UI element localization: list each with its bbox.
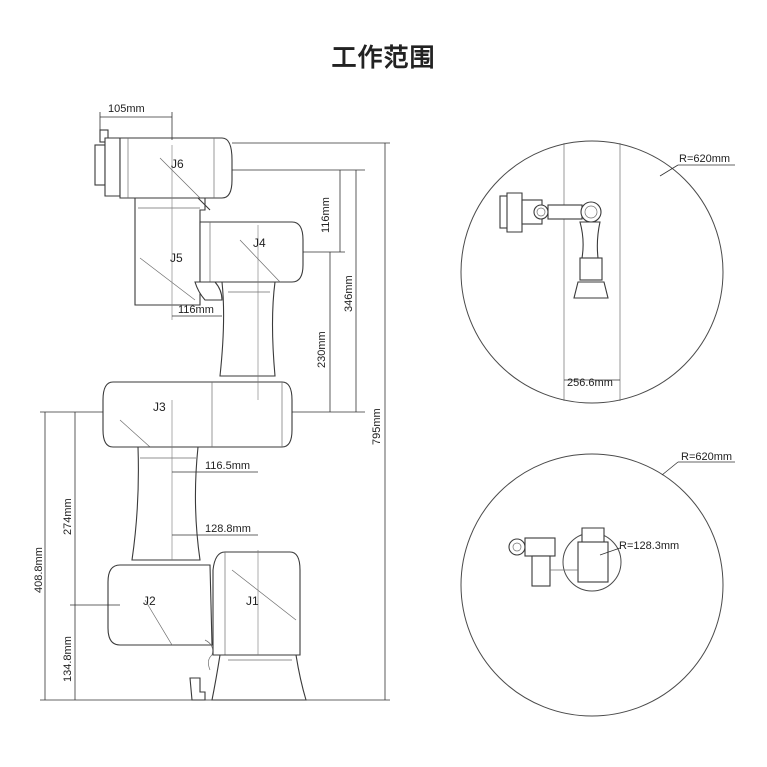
dim-upper-arm-short: 230mm bbox=[316, 331, 328, 368]
dim-lower-arm: 274mm bbox=[62, 498, 74, 535]
j2-link bbox=[107, 564, 213, 646]
label-j1: J1 bbox=[246, 594, 259, 608]
plan-forearm bbox=[531, 555, 551, 587]
base bbox=[211, 654, 307, 701]
plan-wrist bbox=[524, 537, 556, 557]
dim-j4-offset: 116mm bbox=[320, 197, 332, 233]
dim-shoulder-offset: 128.8mm bbox=[205, 523, 251, 535]
top-width-label: 256.6mm bbox=[567, 377, 613, 389]
dim-j5-offset: 116mm bbox=[178, 304, 214, 316]
label-j3: J3 bbox=[153, 400, 166, 414]
reach-circle-top bbox=[460, 140, 724, 404]
dim-total-height: 795mm bbox=[371, 408, 383, 445]
j2-housing bbox=[107, 564, 213, 646]
j1-housing bbox=[212, 551, 301, 656]
label-j2: J2 bbox=[143, 594, 156, 608]
dim-elbow-offset: 116.5mm bbox=[205, 460, 250, 472]
j6-housing bbox=[119, 137, 233, 199]
plan-base bbox=[577, 541, 609, 583]
j1-link bbox=[212, 551, 301, 656]
j5-housing bbox=[134, 197, 206, 306]
flange-plate bbox=[94, 144, 106, 186]
upper-arm-tube bbox=[131, 446, 201, 561]
j3-link bbox=[102, 381, 293, 448]
top-view: R=620mm 256.6mm bbox=[460, 140, 735, 404]
label-j6: J6 bbox=[171, 157, 184, 171]
plan-view: R=620mm R=128.3mm bbox=[460, 451, 735, 717]
dim-base-height: 134.8mm bbox=[62, 636, 74, 682]
tool-pin bbox=[99, 129, 109, 143]
dim-shoulder-height: 408.8mm bbox=[33, 547, 45, 593]
label-j5: J5 bbox=[170, 251, 183, 265]
side-view: 105mm 116mm 230mm 346mm 795mm 116mm 116.… bbox=[33, 103, 390, 701]
tool-flange bbox=[104, 137, 121, 197]
dim-top-width: 105mm bbox=[108, 103, 145, 115]
j3-housing bbox=[102, 381, 293, 448]
reach-circle-plan bbox=[460, 453, 724, 717]
dim-upper-arm-long: 346mm bbox=[343, 275, 355, 312]
top-radius-label: R=620mm bbox=[679, 153, 730, 165]
label-j4: J4 bbox=[253, 236, 266, 250]
plan-inner-radius-label: R=128.3mm bbox=[619, 540, 679, 552]
j6-link bbox=[94, 129, 233, 199]
forearm-tube bbox=[219, 281, 276, 377]
top-base bbox=[573, 281, 609, 299]
page-title: 工作范围 bbox=[331, 43, 436, 72]
cable bbox=[204, 639, 214, 671]
plan-radius-label: R=620mm bbox=[681, 451, 732, 463]
j4-link bbox=[194, 221, 304, 301]
top-forearm bbox=[579, 221, 601, 259]
j5-link bbox=[134, 197, 211, 306]
base-connector bbox=[189, 677, 206, 701]
